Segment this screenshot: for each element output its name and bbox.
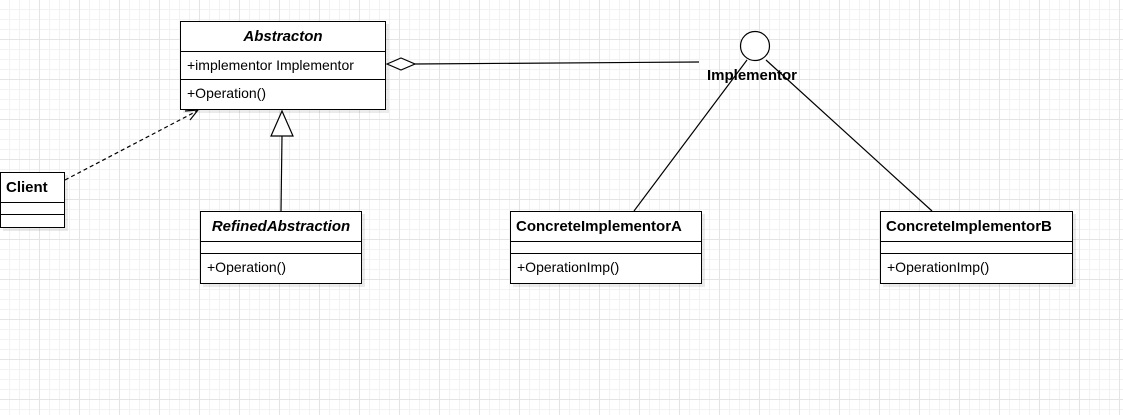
realization-line-b[interactable] bbox=[765, 59, 933, 212]
implementor-interface-label: Implementor bbox=[707, 67, 798, 84]
abstraction-class-name: Abstracton bbox=[181, 22, 385, 52]
refined-abstraction-class[interactable]: RefinedAbstraction +Operation() bbox=[200, 211, 362, 284]
concrete-implementor-b-class-name: ConcreteImplementorB bbox=[881, 212, 1072, 242]
concrete-implementor-a-class[interactable]: ConcreteImplementorA +OperationImp() bbox=[510, 211, 702, 284]
implementor-interface-icon[interactable] bbox=[739, 30, 771, 62]
abstraction-operation: +Operation() bbox=[187, 85, 266, 101]
refined-abstraction-operation: +Operation() bbox=[207, 259, 286, 275]
dependency-line[interactable] bbox=[64, 110, 198, 181]
client-class[interactable]: Client bbox=[0, 172, 65, 228]
concrete-implementor-b-class[interactable]: ConcreteImplementorB +OperationImp() bbox=[880, 211, 1073, 284]
concrete-implementor-a-attributes-section bbox=[511, 242, 701, 254]
concrete-implementor-b-attributes-section bbox=[881, 242, 1072, 254]
concrete-implementor-a-class-name: ConcreteImplementorA bbox=[511, 212, 701, 242]
concrete-implementor-b-operation: +OperationImp() bbox=[887, 259, 990, 275]
abstraction-class[interactable]: Abstracton +implementor Implementor +Ope… bbox=[180, 21, 386, 110]
generalization-line[interactable] bbox=[280, 135, 283, 212]
abstraction-attribute: +implementor Implementor bbox=[181, 52, 385, 80]
aggregation-line[interactable] bbox=[413, 61, 700, 65]
refined-abstraction-attributes-section bbox=[201, 242, 361, 254]
realization-line-a[interactable] bbox=[633, 59, 748, 212]
generalization-arrowhead bbox=[270, 109, 294, 137]
refined-abstraction-class-name: RefinedAbstraction bbox=[201, 212, 361, 242]
client-operations-section bbox=[1, 215, 64, 227]
dependency-arrowhead bbox=[184, 109, 200, 121]
concrete-implementor-a-operation: +OperationImp() bbox=[517, 259, 620, 275]
client-class-name: Client bbox=[1, 173, 64, 203]
client-attributes-section bbox=[1, 203, 64, 215]
aggregation-diamond bbox=[385, 57, 417, 71]
